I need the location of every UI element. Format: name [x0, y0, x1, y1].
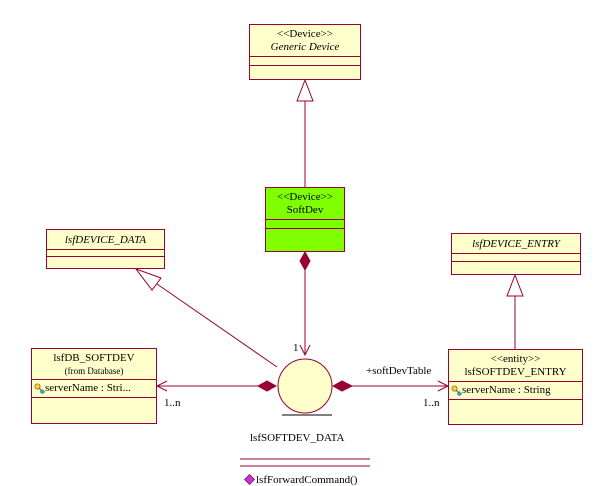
attributes-compartment	[452, 253, 580, 261]
key-attribute-icon	[34, 383, 45, 394]
class-name: lsfDB_SOFTDEV	[53, 352, 135, 364]
class-generic-device[interactable]: <<Device>> Generic Device	[249, 24, 361, 80]
class-name: SoftDev	[286, 204, 324, 216]
operation-icon	[244, 474, 255, 485]
class-softdev[interactable]: <<Device>> SoftDev	[265, 187, 345, 252]
composition-entry-diamond	[331, 380, 354, 392]
class-lsfdb-softdev[interactable]: lsfDB_SOFTDEV (from Database) serverName…	[31, 348, 157, 424]
class-stereotype: <<entity>>	[490, 353, 541, 365]
operations-compartment	[452, 261, 580, 269]
operations-compartment	[250, 65, 360, 74]
generalization-data-arrow	[134, 267, 162, 291]
generalization-data-line	[156, 283, 278, 368]
class-header: lsfDB_SOFTDEV (from Database)	[32, 349, 156, 379]
key-attribute-icon	[451, 385, 462, 396]
multiplicity-softdev: 1	[293, 342, 299, 354]
class-lsf-softdev-entry[interactable]: <<entity>> lsfSOFTDEV_ENTRY serverName :…	[448, 349, 583, 425]
class-name: lsfDEVICE_ENTRY	[472, 238, 560, 250]
composition-db-diamond	[256, 380, 278, 392]
attributes-compartment	[266, 219, 344, 228]
class-lsf-device-entry[interactable]: lsfDEVICE_ENTRY	[451, 233, 581, 275]
role-softdev-table: +softDevTable	[366, 365, 432, 377]
softdev-data-circle[interactable]	[277, 358, 333, 414]
attributes-compartment: serverName : String	[449, 381, 582, 399]
multiplicity-entry: 1..n	[423, 397, 440, 409]
class-lsf-device-data[interactable]: lsfDEVICE_DATA	[46, 229, 165, 269]
class-header: lsfDEVICE_ENTRY	[452, 234, 580, 253]
attributes-compartment	[47, 249, 164, 256]
operations-compartment	[47, 256, 164, 263]
attribute-server-name: serverName : Stri...	[45, 382, 131, 394]
class-package: (from Database)	[64, 366, 124, 376]
operations-compartment	[32, 397, 156, 406]
composition-softdev-arrowhead	[299, 344, 311, 357]
operations-compartment	[449, 399, 582, 408]
composition-softdev-diamond	[299, 250, 311, 272]
attributes-compartment: serverName : Stri...	[32, 379, 156, 397]
class-name: lsfSOFTDEV_ENTRY	[464, 366, 567, 378]
class-name: Generic Device	[270, 41, 340, 53]
attribute-server-name: serverName : String	[462, 384, 551, 396]
generalization-entry-arrow	[506, 273, 524, 297]
class-header: <<Device>> Generic Device	[250, 25, 360, 56]
composition-db-arrowhead	[155, 380, 168, 392]
class-stereotype: <<Device>>	[277, 191, 333, 203]
class-name: lsfDEVICE_DATA	[64, 234, 147, 246]
class-header: <<entity>> lsfSOFTDEV_ENTRY	[449, 350, 582, 381]
class-header: <<Device>> SoftDev	[266, 188, 344, 219]
multiplicity-db: 1..n	[164, 397, 181, 409]
operation-forward-command: lsfForwardCommand()	[256, 474, 358, 486]
attributes-compartment	[250, 56, 360, 65]
class-header: lsfDEVICE_DATA	[47, 230, 164, 249]
operations-compartment	[266, 228, 344, 237]
generalization-softdev-arrow	[296, 78, 314, 102]
softdev-data-name[interactable]: lsfSOFTDEV_DATA	[250, 432, 345, 444]
class-stereotype: <<Device>>	[277, 28, 333, 40]
